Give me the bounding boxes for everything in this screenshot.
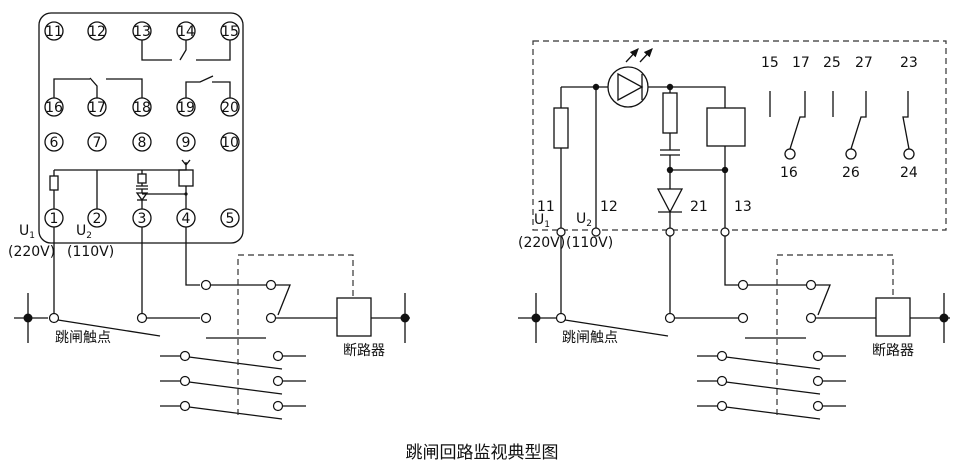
right-relay-diagram: 15 17 25 27 23 16 26 24 11 U1 12 U2 21 1… — [518, 40, 950, 420]
terminal-17: 17 — [88, 100, 106, 116]
terminal-18: 18 — [133, 100, 151, 116]
breaker-mechanical-link — [237, 254, 354, 415]
terminal-16: 16 — [45, 100, 63, 116]
resistor-icon — [553, 107, 569, 149]
terminal-20: 20 — [221, 100, 239, 116]
terminal-5: 5 — [226, 211, 235, 227]
terminal-7: 7 — [93, 135, 102, 151]
terminal-9: 9 — [182, 135, 191, 151]
u2-voltage: (110V) — [67, 244, 114, 260]
terminal-3: 3 — [138, 211, 147, 227]
breaker-label: 断路器 — [872, 343, 914, 359]
contact-label-17: 17 — [792, 55, 810, 71]
contact-label-15: 15 — [761, 55, 779, 71]
contact-label-26: 26 — [842, 165, 860, 181]
figure-caption: 跳闸回路监视典型图 — [406, 443, 559, 463]
trip-contact-label: 跳闸触点 — [562, 330, 618, 346]
terminal-4: 4 — [182, 211, 191, 227]
contact-label-16: 16 — [780, 165, 798, 181]
breaker-label: 断路器 — [343, 343, 385, 359]
u2-label: U2 — [76, 223, 92, 241]
trip-contact-blade — [564, 319, 669, 337]
u1-voltage: (220V) — [518, 235, 565, 251]
terminal-1: 1 — [50, 211, 59, 227]
terminal-15: 15 — [221, 24, 239, 40]
terminal-row-4: 1 2 3 4 5 — [44, 208, 240, 228]
contact-label-24: 24 — [900, 165, 918, 181]
relay-coil-icon — [178, 169, 194, 187]
contact-19-20 — [185, 75, 231, 98]
terminal-11: 11 — [45, 24, 63, 40]
contact-label-27: 27 — [855, 55, 873, 71]
resistor-icon — [137, 173, 147, 184]
terminal-14: 14 — [177, 24, 195, 40]
terminal-21: 21 — [690, 199, 708, 215]
trip-contact-blade — [57, 319, 161, 337]
terminal-13: 13 — [734, 199, 752, 215]
contact-label-23: 23 — [900, 55, 918, 71]
u2-label: U2 — [576, 211, 592, 229]
terminal-13: 13 — [133, 24, 151, 40]
terminal-8: 8 — [138, 135, 147, 151]
trip-contact-label: 跳闸触点 — [55, 330, 111, 346]
terminal-2: 2 — [93, 211, 102, 227]
terminal-10: 10 — [221, 135, 239, 151]
breaker-box — [875, 297, 911, 337]
terminal-row-2: 16 17 18 19 20 — [44, 97, 240, 117]
u2-voltage: (110V) — [566, 235, 613, 251]
breaker-box — [336, 297, 372, 337]
relay-housing — [38, 12, 244, 244]
u1-voltage: (220V) — [8, 244, 55, 260]
terminal-12: 12 — [600, 199, 618, 215]
capacitor-icon — [660, 149, 680, 156]
relay-coil-icon — [706, 107, 746, 147]
internal-circuit — [49, 159, 194, 209]
resistor-icon — [49, 175, 59, 191]
terminal-12: 12 — [88, 24, 106, 40]
terminal-11: 11 — [537, 199, 555, 215]
terminal-19: 19 — [177, 100, 195, 116]
terminal-6: 6 — [50, 135, 59, 151]
diode-icon — [656, 188, 684, 214]
terminal-row-3: 6 7 8 9 10 — [44, 132, 240, 152]
diode-icon — [135, 192, 149, 202]
left-relay-diagram: 11 12 13 14 15 16 17 18 19 20 6 7 8 9 10 — [8, 12, 410, 420]
contact-13-15 — [141, 40, 231, 61]
breaker-mechanical-link — [776, 254, 894, 415]
contact-label-25: 25 — [823, 55, 841, 71]
terminal-row-1: 11 12 13 14 15 — [44, 21, 240, 41]
u1-label: U1 — [19, 223, 35, 241]
u1-label: U1 — [534, 212, 550, 230]
contact-16-18 — [53, 77, 143, 98]
resistor-icon — [662, 92, 678, 134]
